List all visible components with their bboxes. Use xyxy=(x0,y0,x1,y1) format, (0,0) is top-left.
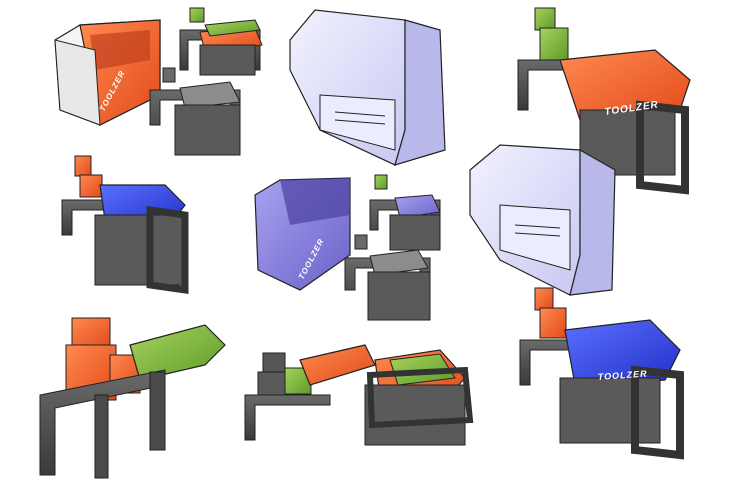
sketch-enclosure-violet: TOOLZER xyxy=(254,177,351,291)
sketch-shredder-blue-large: TOOLZER xyxy=(519,287,684,460)
sketch-shredder-gray-small-2 xyxy=(344,234,431,321)
sketch-shredder-orange-green-bin xyxy=(244,344,474,446)
sketch-enclosure-lavender-open xyxy=(289,9,446,166)
sketch-enclosure-lavender-tall xyxy=(469,144,616,296)
sketch-motor-orange-green-tube xyxy=(39,317,226,479)
sketch-shredder-violet-small xyxy=(369,174,441,251)
sketch-shredder-gray-small xyxy=(149,67,241,156)
sketch-enclosure-orange: TOOLZER xyxy=(54,19,161,126)
brand-label-4: TOOLZER xyxy=(597,369,647,382)
sketch-shredder-green-small xyxy=(179,7,263,76)
sketch-shredder-blue xyxy=(61,155,189,295)
